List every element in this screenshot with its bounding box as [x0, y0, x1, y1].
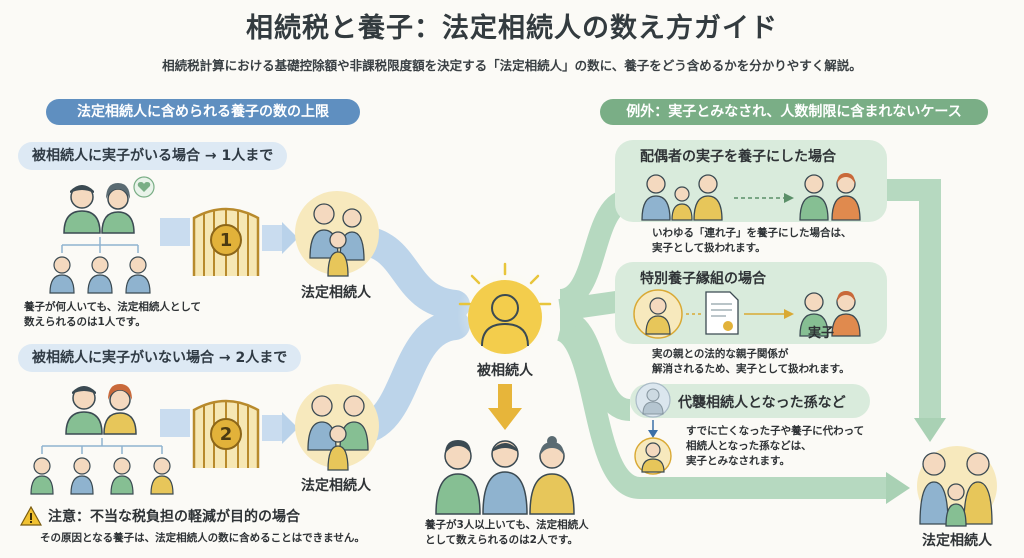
legal-heirs-illustration-1	[295, 191, 379, 277]
person-icon	[150, 457, 174, 495]
case2-result-label: 法定相続人	[301, 478, 371, 494]
gate-icon	[192, 399, 260, 468]
person-icon	[641, 442, 665, 473]
person-icon	[339, 208, 365, 261]
person-icon	[110, 457, 134, 495]
person-icon	[945, 483, 967, 527]
gate-number-2: 2	[219, 424, 233, 445]
person-icon	[642, 388, 664, 415]
case1-note: 養子が何人いても、法定相続人として 数えられるのは1人です。	[24, 301, 202, 328]
person-icon	[327, 425, 349, 471]
right-case3-note: すでに亡くなった子や養子に代わって 相続人となった孫などは、 実子とみなされます…	[686, 425, 865, 467]
person-icon	[30, 457, 54, 495]
person-icon	[482, 440, 528, 515]
document-icon	[705, 291, 739, 335]
case2-label: 被相続人に実子がいない場合 → 2人まで	[18, 344, 302, 372]
person-icon	[799, 174, 829, 221]
person-icon	[831, 291, 861, 337]
special-adoption-illustration	[633, 289, 861, 339]
person-icon	[307, 395, 337, 451]
person-icon	[435, 440, 481, 515]
page-title: 相続税と養子：法定相続人の数え方ガイド	[246, 13, 778, 44]
green-flow-bottom	[555, 319, 890, 499]
right-case1-title: 配偶者の実子を養子にした場合	[640, 149, 836, 165]
person-icon	[671, 186, 693, 221]
down-arrow-icon	[488, 384, 522, 430]
right-case2-title: 特別養子縁組の場合	[640, 271, 766, 287]
case1-label: 被相続人に実子がいる場合 → 1人まで	[18, 142, 288, 170]
decedent-illustration	[458, 262, 552, 354]
person-icon	[65, 386, 103, 435]
person-icon	[799, 292, 829, 337]
person-icon	[63, 185, 101, 234]
person-icon	[103, 384, 137, 435]
warning-icon	[20, 506, 42, 526]
grandchild-succession-illustration	[634, 382, 672, 475]
person-icon	[481, 294, 529, 347]
page-subtitle: 相続税計算における基礎控除額や非課税限度額を決定する「法定相続人」の数に、養子を…	[162, 58, 862, 73]
family-with-child-illustration	[49, 176, 155, 294]
person-icon	[529, 436, 575, 515]
person-icon	[70, 457, 94, 495]
person-icon	[101, 183, 135, 234]
stepchild-adoption-illustration	[641, 173, 861, 221]
two-heirs-illustration	[435, 436, 575, 515]
legal-heirs-illustration-2	[295, 384, 379, 471]
person-icon	[327, 231, 349, 277]
person-icon	[87, 256, 113, 294]
decedent-label: 被相続人	[477, 363, 533, 379]
family-without-child-illustration	[30, 384, 174, 495]
left-section-header: 法定相続人に含められる養子の数の上限	[46, 99, 360, 125]
person-icon	[645, 297, 671, 335]
green-flow-right	[880, 179, 941, 420]
right-legal-heirs-illustration	[917, 446, 997, 527]
right-case2-result-label: 実子	[808, 326, 835, 341]
right-section-header: 例外：実子とみなされ、人数制限に含まれないケース	[600, 99, 988, 125]
warning-text: その原因となる養子は、法定相続人の数に含めることはできません。	[40, 532, 365, 544]
person-icon	[831, 173, 861, 221]
person-icon	[641, 174, 671, 221]
center-note: 養子が3人以上いても、法定相続人 として数えられるのは2人です。	[425, 519, 589, 546]
gate-number-1: 1	[219, 230, 233, 251]
person-icon	[693, 174, 723, 221]
warning-title: 注意：不当な税負担の軽減が目的の場合	[48, 509, 300, 525]
person-icon	[963, 452, 993, 525]
heart-icon	[133, 176, 155, 198]
right-case2-note: 実の親との法的な親子関係が 解消されるため、実子として扱われます。	[652, 348, 850, 375]
case1-result-label: 法定相続人	[301, 285, 371, 301]
person-icon	[49, 256, 75, 294]
person-icon	[125, 256, 151, 294]
right-case1-note: いわゆる「連れ子」を養子にした場合は、 実子として扱われます。	[652, 227, 852, 254]
person-icon	[919, 452, 949, 525]
gate-icon	[192, 207, 260, 276]
right-case3-title: 代襲相続人となった孫など	[678, 395, 846, 411]
right-result-label: 法定相続人	[922, 533, 992, 549]
